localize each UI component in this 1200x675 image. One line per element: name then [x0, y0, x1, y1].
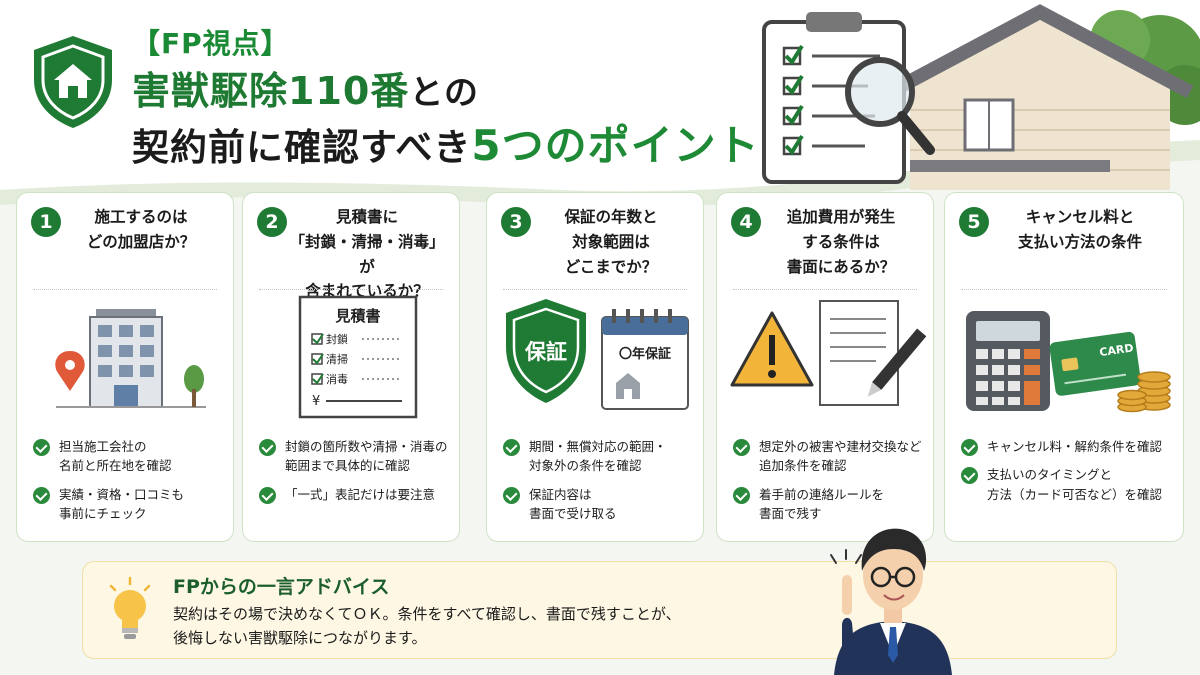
- warning-document-pen-icon: [730, 300, 926, 406]
- house-icon: [886, 4, 1194, 190]
- page-title-line2: 契約前に確認すべき5つのポイント: [132, 112, 760, 173]
- point-card-3: 3 保証の年数と 対象範囲は どこまでか？ 保証 〇年保証 期間・無償対応の範囲…: [486, 192, 704, 542]
- list-item: 支払いのタイミングと 方法（カード可否など）を確認: [961, 465, 1177, 504]
- calendar-label: 〇年保証: [619, 346, 671, 362]
- doc-title: 見積書: [334, 307, 380, 325]
- doc-item: 消毒: [326, 372, 348, 386]
- calculator-icon: [966, 311, 1050, 411]
- point-list: キャンセル料・解約条件を確認 支払いのタイミングと 方法（カード可否など）を確認: [961, 437, 1177, 513]
- list-item: 着手前の連絡ルールを 書面で残す: [733, 485, 927, 524]
- title-main: 害獣駆除110番: [132, 69, 410, 113]
- doc-item: 清掃: [326, 352, 348, 366]
- list-item: キャンセル料・解約条件を確認: [961, 437, 1177, 456]
- point-list: 封鎖の箇所数や清掃・消毒の 範囲まで具体的に確認 「一式」表記だけは要注意: [259, 437, 453, 513]
- check-icon: [733, 439, 750, 456]
- title-sub: との: [409, 73, 479, 113]
- point-number: 2: [257, 207, 287, 237]
- page-title-line1: 害獣駆除110番との: [132, 60, 479, 115]
- point-card-1: 1 施工するのは どの加盟店か？ 担当施工会社の 名前と所在地を確認 実績・資格…: [16, 192, 234, 542]
- advice-title: FPからの一言アドバイス: [173, 576, 390, 598]
- doc-item: 封鎖: [326, 332, 348, 346]
- office-building-map-pin-icon: [55, 309, 206, 408]
- financial-planner-avatar: [830, 528, 952, 675]
- point-title: 保証の年数と 対象範囲は どこまでか？: [564, 208, 658, 276]
- check-icon: [259, 486, 276, 504]
- checklist-magnifier-house-illustration: [762, 4, 1200, 190]
- point-number: 5: [959, 207, 989, 237]
- point-card-2: 2 見積書に 「封鎖・清掃・消毒」が 含まれているか？ 見積書 封鎖 清掃 消毒…: [242, 192, 460, 542]
- title-highlight: 5つのポイント: [471, 121, 760, 170]
- document-icon: [819, 300, 899, 406]
- point-card-4: 4 追加費用が発生 する条件は 書面にあるか？ 想定外の被害や建材交換など 追加…: [716, 192, 934, 542]
- calculator-card-coins-icon: CARD: [966, 311, 1171, 413]
- pen-icon: [867, 328, 926, 397]
- map-pin-icon: [55, 351, 85, 391]
- shield-house-icon: [34, 36, 112, 128]
- advice-box: FPからの一言アドバイス 契約はその場で決めなくてＯＫ。条件をすべて確認し、書面…: [82, 561, 1117, 659]
- coins-icon: [1117, 371, 1171, 413]
- list-item: 想定外の被害や建材交換など 追加条件を確認: [733, 437, 927, 476]
- list-item: 実績・資格・口コミも 事前にチェック: [33, 485, 227, 524]
- credit-card-icon: CARD: [1049, 331, 1141, 396]
- lightbulb-icon: [109, 576, 151, 639]
- point-title: 追加費用が発生 する条件は 書面にあるか？: [786, 208, 896, 276]
- card-label: CARD: [1099, 341, 1135, 359]
- divider: [503, 289, 687, 290]
- tree-icon: [184, 365, 204, 393]
- divider: [733, 289, 917, 290]
- point-list: 期間・無償対応の範囲・ 対象外の条件を確認 保証内容は 書面で受け取る: [503, 437, 697, 533]
- point-list: 担当施工会社の 名前と所在地を確認 実績・資格・口コミも 事前にチェック: [33, 437, 227, 533]
- calendar-icon: 〇年保証: [601, 309, 689, 410]
- warranty-shield-calendar-icon: 保証 〇年保証: [506, 299, 689, 410]
- point-number: 1: [31, 207, 61, 237]
- point-number: 3: [501, 207, 531, 237]
- check-icon: [33, 439, 50, 456]
- title-pre: 契約前に確認すべき: [132, 126, 472, 169]
- magnifier-icon: [845, 57, 935, 155]
- check-icon: [961, 439, 978, 456]
- divider: [33, 289, 217, 290]
- advice-body: 契約はその場で決めなくてＯＫ。条件をすべて確認し、書面で残すことが、 後悔しない…: [173, 605, 681, 647]
- check-icon: [503, 439, 520, 456]
- point-title: 施工するのは どの加盟店か？: [86, 208, 196, 251]
- point-number: 4: [731, 207, 761, 237]
- estimate-document-icon: 見積書 封鎖 清掃 消毒 ¥: [298, 295, 418, 419]
- point-title: キャンセル料と 支払い方法の条件: [1017, 208, 1142, 251]
- shield-label: 保証: [524, 340, 567, 364]
- list-item: 封鎖の箇所数や清掃・消毒の 範囲まで具体的に確認: [259, 437, 453, 476]
- check-icon: [33, 486, 50, 504]
- doc-yen: ¥: [312, 394, 320, 409]
- check-icon: [259, 439, 276, 456]
- point-list: 想定外の被害や建材交換など 追加条件を確認 着手前の連絡ルールを 書面で残す: [733, 437, 927, 533]
- list-item: 「一式」表記だけは要注意: [259, 485, 453, 504]
- check-icon: [961, 467, 978, 485]
- divider: [259, 289, 443, 290]
- check-icon: [503, 486, 520, 504]
- divider: [961, 289, 1167, 290]
- header-tag: 【FP視点】: [132, 27, 290, 60]
- list-item: 担当施工会社の 名前と所在地を確認: [33, 437, 227, 476]
- list-item: 期間・無償対応の範囲・ 対象外の条件を確認: [503, 437, 697, 476]
- point-card-5: 5 キャンセル料と 支払い方法の条件 CARD キャンセル料・解約条件を確認: [944, 192, 1184, 542]
- list-item: 保証内容は 書面で受け取る: [503, 485, 697, 524]
- check-icon: [733, 486, 750, 504]
